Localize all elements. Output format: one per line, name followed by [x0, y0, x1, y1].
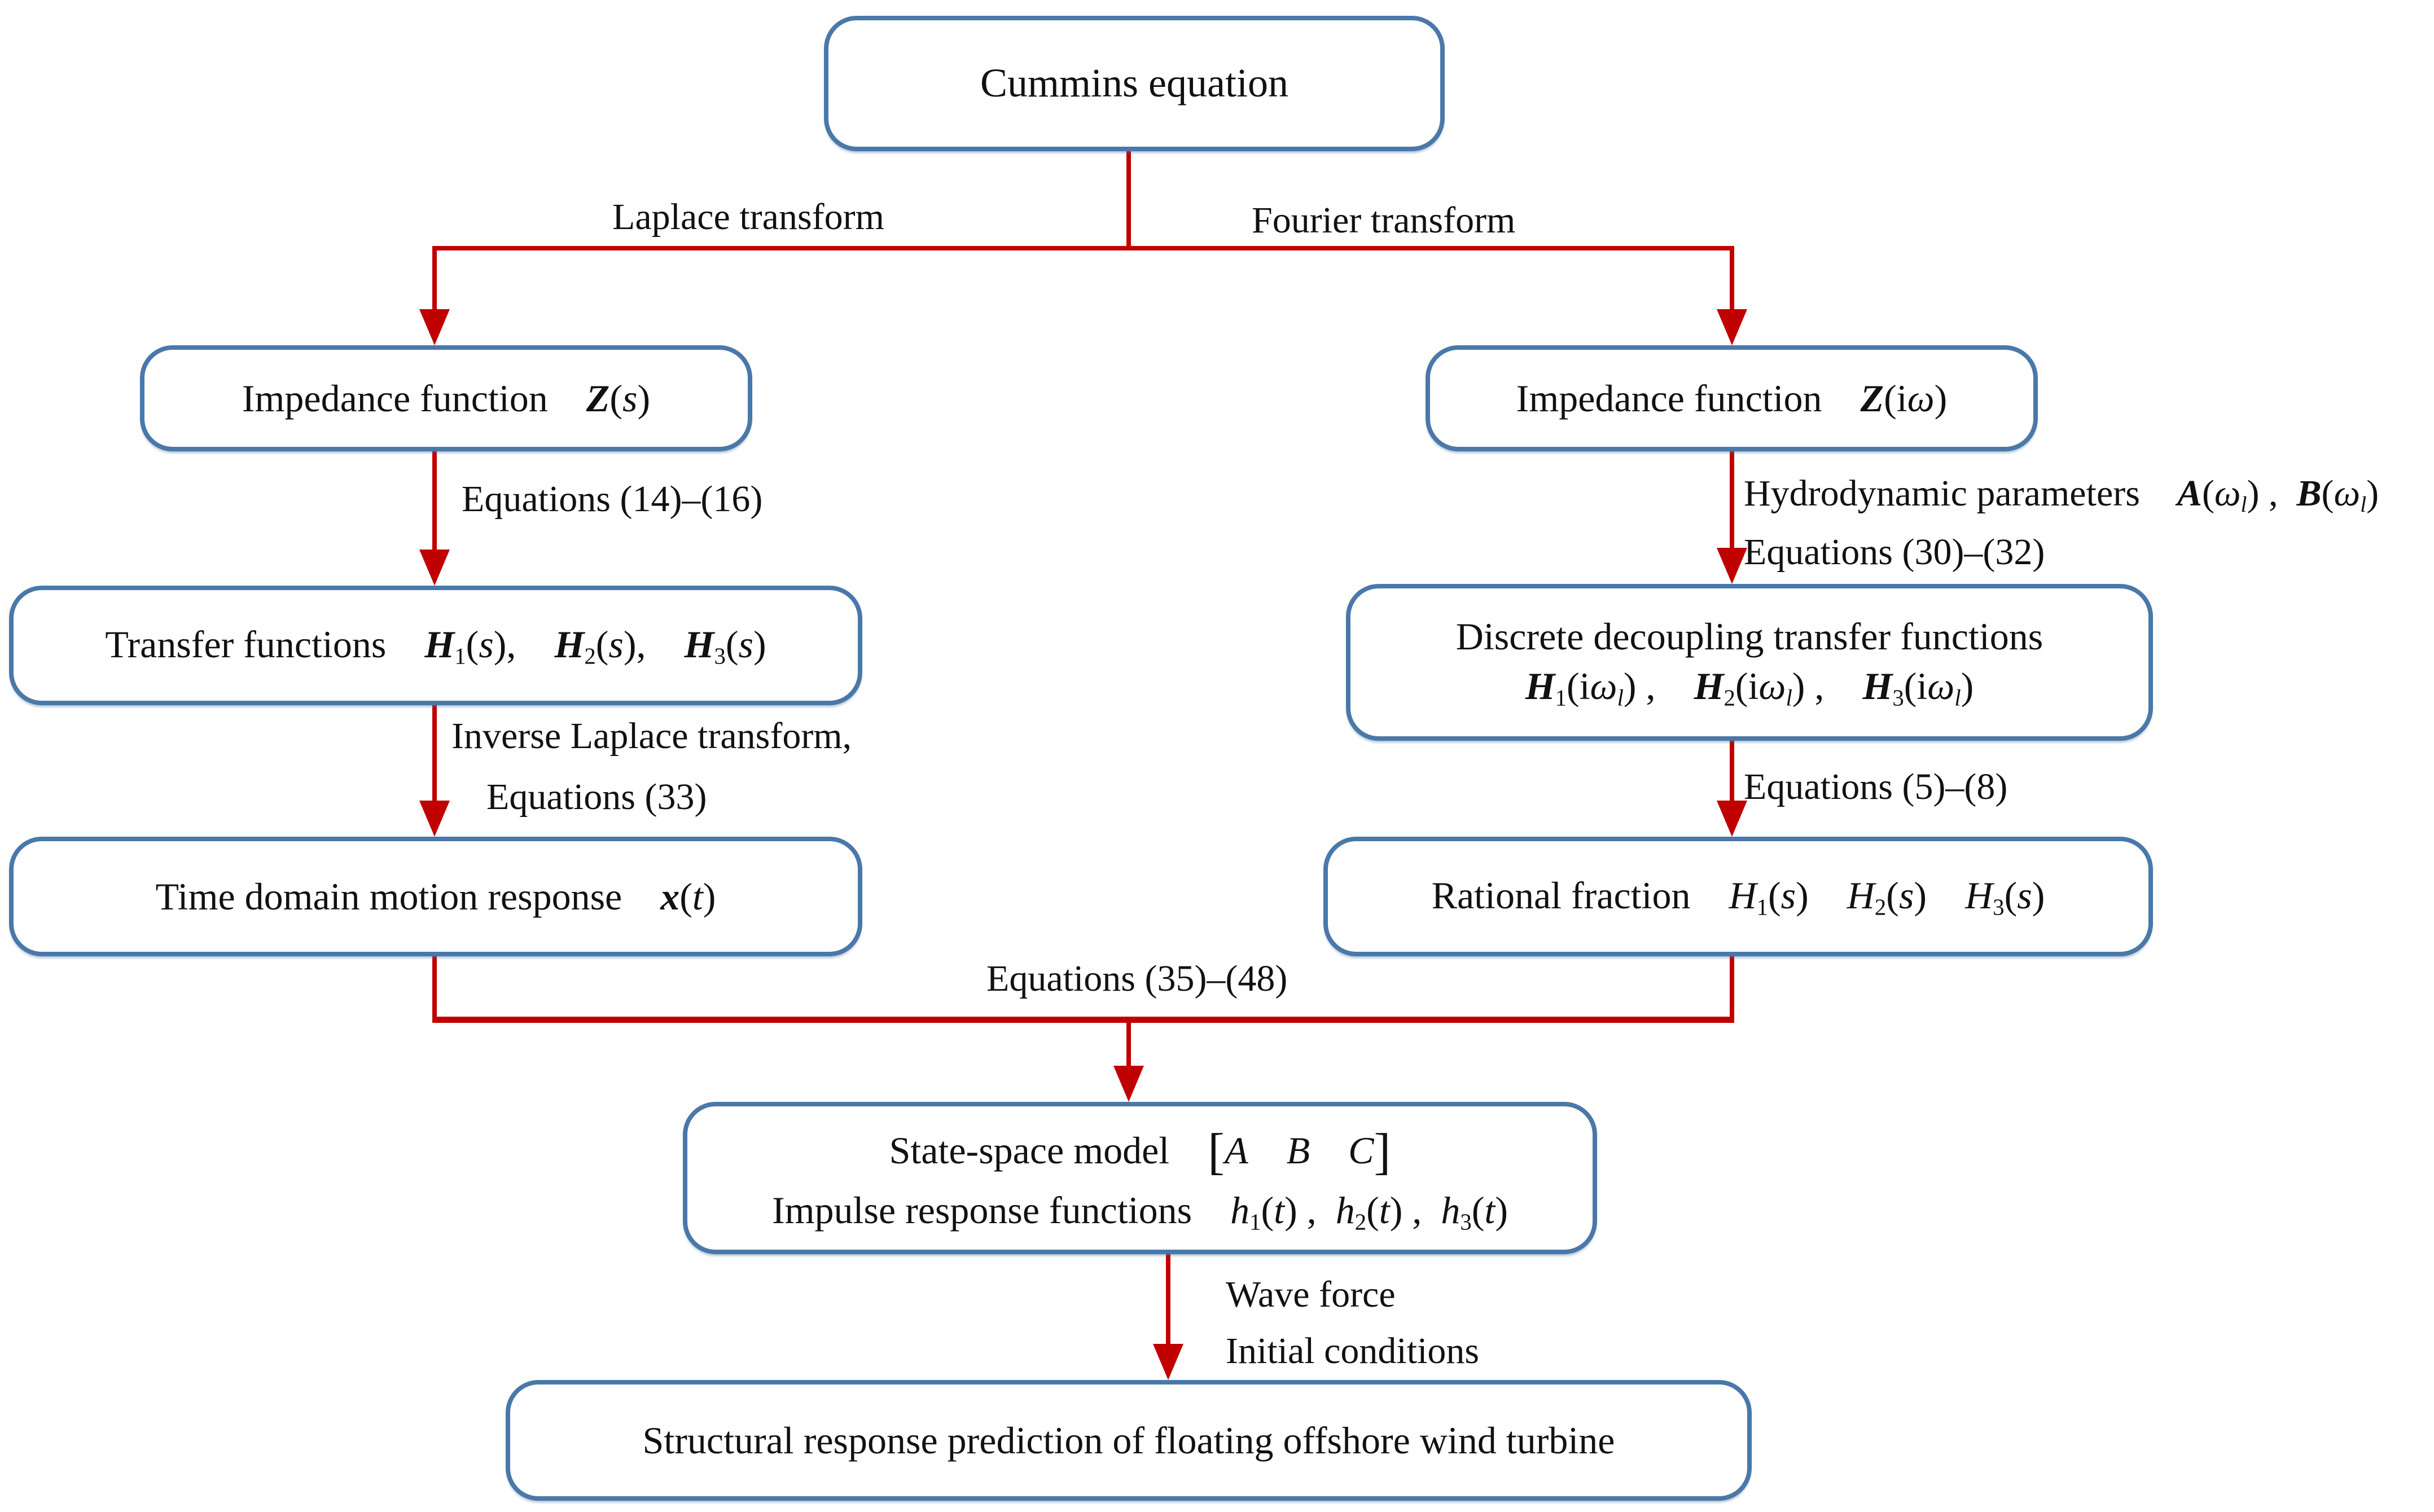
box-impedance-function-fourier: Impedance function Z(iω) — [1426, 345, 2038, 451]
box-state-space-model: State-space model [A B C] Impulse respon… — [683, 1102, 1597, 1254]
connector-hydro-shaft — [1730, 450, 1734, 553]
box-discrete-decoupling-line1: Discrete decoupling transfer functions — [1455, 615, 2043, 658]
connector-laplace-shaft — [432, 246, 437, 315]
label-equations-33: Equations (33) — [486, 776, 707, 817]
arrowhead-statespace — [1113, 1066, 1144, 1102]
box-rational-fraction-text: Rational fraction H1(s) H2(s) H3(s) — [1431, 874, 2045, 920]
connector-waveforce-shaft — [1166, 1253, 1170, 1346]
box-state-space-line1: State-space model [A B C] — [889, 1123, 1391, 1180]
label-equations-14-16: Equations (14)–(16) — [462, 478, 763, 520]
arrowhead-invlaplace — [419, 801, 450, 837]
box-structural-response-prediction: Structural response prediction of floati… — [506, 1380, 1752, 1501]
connector-invlaplace-shaft — [432, 705, 437, 807]
label-fourier-transform: Fourier transform — [1252, 200, 1516, 241]
label-hydrodynamic-parameters: Hydrodynamic parameters A(ωl) , B(ωl) — [1744, 473, 2379, 517]
box-structural-response-text: Structural response prediction of floati… — [642, 1418, 1615, 1462]
connector-eq58-shaft — [1730, 741, 1734, 807]
label-equations-35-48: Equations (35)–(48) — [986, 958, 1288, 999]
connector-statespace-shaft — [1126, 1021, 1131, 1069]
connector-branch-horizontal — [432, 246, 1734, 250]
box-impedance-function-laplace: Impedance function Z(s) — [140, 345, 752, 451]
label-wave-force: Wave force — [1226, 1274, 1396, 1315]
arrowhead-laplace — [419, 309, 450, 345]
box-cummins-equation-text: Cummins equation — [980, 60, 1288, 106]
box-state-space-line2: Impulse response functions h1(t) , h2(t)… — [772, 1188, 1508, 1235]
box-cummins-equation: Cummins equation — [824, 16, 1445, 151]
arrowhead-eq58 — [1717, 801, 1747, 837]
box-time-domain-motion-response: Time domain motion response x(t) — [9, 837, 862, 956]
label-laplace-transform: Laplace transform — [612, 196, 884, 238]
connector-merge-horizontal — [432, 1017, 1734, 1023]
box-transfer-functions: Transfer functions H1(s), H2(s), H3(s) — [9, 586, 862, 705]
label-inverse-laplace: Inverse Laplace transform, — [451, 715, 852, 757]
arrowhead-fourier — [1717, 309, 1747, 345]
label-initial-conditions: Initial conditions — [1226, 1330, 1480, 1372]
arrowhead-eq14 — [419, 550, 450, 586]
box-discrete-decoupling-transfer-functions: Discrete decoupling transfer functions H… — [1346, 584, 2153, 741]
box-rational-fraction: Rational fraction H1(s) H2(s) H3(s) — [1323, 837, 2153, 956]
arrowhead-waveforce — [1153, 1344, 1183, 1380]
label-equations-5-8: Equations (5)–(8) — [1744, 766, 2008, 807]
arrowhead-hydro — [1717, 548, 1747, 584]
box-transfer-functions-text: Transfer functions H1(s), H2(s), H3(s) — [105, 623, 766, 669]
connector-merge-left — [432, 956, 437, 1023]
box-impedance-laplace-text: Impedance function Z(s) — [242, 376, 651, 420]
connector-fourier-shaft — [1730, 246, 1734, 315]
connector-cummins-trunk — [1126, 150, 1131, 249]
connector-merge-right — [1730, 956, 1734, 1023]
box-discrete-decoupling-line2: H1(iωl) , H2(iωl) , H3(iωl) — [1525, 665, 1974, 711]
connector-eq14-shaft — [432, 450, 437, 555]
box-time-domain-text: Time domain motion response x(t) — [155, 874, 716, 918]
box-impedance-fourier-text: Impedance function Z(iω) — [1516, 376, 1948, 420]
label-equations-30-32: Equations (30)–(32) — [1744, 531, 2045, 573]
